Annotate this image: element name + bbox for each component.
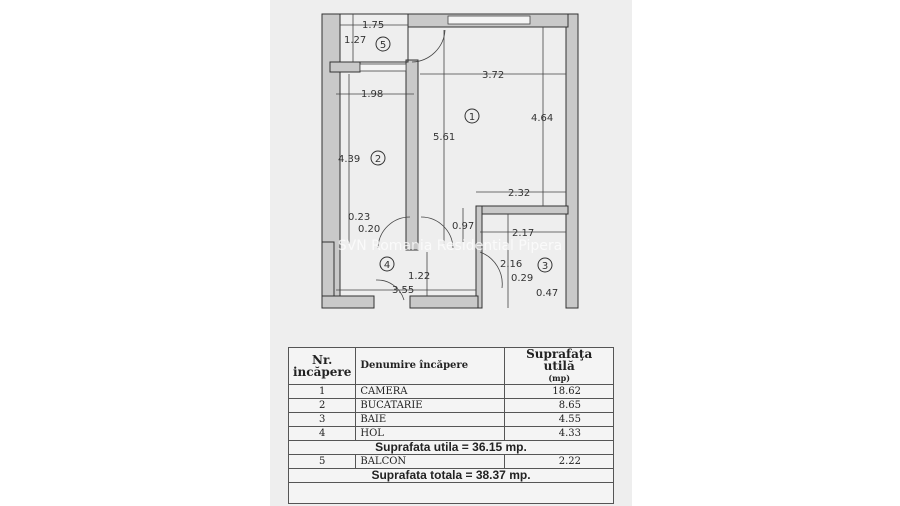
total-row: Suprafata totala = 38.37 mp. (288, 468, 614, 483)
cell-area: 4.55 (504, 412, 614, 427)
empty-cell (288, 482, 614, 504)
header-nr-line1: Nr. (311, 353, 333, 367)
header-name: Denumire încăpere (355, 347, 506, 385)
room-markers: 5 1 2 3 4 (370, 36, 553, 273)
cell-name: BALCON (355, 454, 506, 469)
svg-text:3.55: 3.55 (392, 285, 414, 296)
dimension-labels: 1.75 1.27 3.72 4.64 5.61 1.98 4.39 2.32 … (338, 20, 558, 299)
window (447, 15, 531, 25)
svg-text:0.47: 0.47 (536, 288, 558, 299)
cell-nr: 2 (287, 398, 357, 413)
dimension-lines (336, 14, 566, 308)
header-area-unit: (mp) (548, 373, 570, 383)
cell-name: HOL (355, 426, 506, 441)
header-nr-line2: incăpere (293, 365, 352, 379)
svg-text:4: 4 (384, 260, 390, 271)
cell-name: BAIE (355, 412, 506, 427)
cell-name: CAMERA (355, 384, 506, 399)
svg-text:3: 3 (542, 261, 548, 272)
svg-text:4.64: 4.64 (531, 113, 553, 124)
watermark: SVN Romania Residential Pipera (338, 238, 563, 254)
svg-text:0.20: 0.20 (358, 224, 380, 235)
balcony-outline (339, 13, 409, 63)
window (359, 63, 407, 72)
room-area-table: Nr.incăpere Denumire încăpere Suprafaţa … (287, 347, 614, 504)
door-swings (375, 29, 503, 301)
svg-text:5.61: 5.61 (433, 132, 455, 143)
svg-text:2: 2 (375, 154, 381, 165)
svg-text:3.72: 3.72 (482, 70, 504, 81)
svg-text:1: 1 (469, 112, 475, 123)
svg-text:0.23: 0.23 (348, 212, 370, 223)
table-header: Nr.incăpere Denumire încăpere Suprafaţa … (287, 347, 614, 385)
floor-plan: 5 1 2 3 4 1.75 1.27 3.72 4.64 5.61 1.98 … (321, 13, 579, 309)
cell-area: 8.65 (504, 398, 614, 413)
total-cell: Suprafata totala = 38.37 mp. (288, 468, 614, 483)
svg-text:2.16: 2.16 (500, 259, 522, 270)
svg-text:1.27: 1.27 (344, 35, 366, 46)
svg-text:0.29: 0.29 (511, 273, 533, 284)
cell-area: 2.22 (504, 454, 614, 469)
empty-row (288, 482, 614, 504)
svg-text:4.39: 4.39 (338, 154, 360, 165)
cell-area: 4.33 (504, 426, 614, 441)
subtotal-row: Suprafata utila = 36.15 mp. (288, 440, 614, 455)
svg-text:2.32: 2.32 (508, 188, 530, 199)
cell-area: 18.62 (504, 384, 614, 399)
svg-text:0.97: 0.97 (452, 221, 474, 232)
header-area: Suprafaţa utilă(mp) (504, 347, 614, 385)
cell-nr: 1 (287, 384, 357, 399)
svg-text:5: 5 (380, 40, 386, 51)
svg-text:2.17: 2.17 (512, 228, 534, 239)
subtotal-cell: Suprafata utila = 36.15 mp. (288, 440, 614, 455)
svg-text:1.22: 1.22 (408, 271, 430, 282)
cell-nr: 3 (287, 412, 357, 427)
cell-nr: 5 (287, 454, 357, 469)
header-nr: Nr.incăpere (287, 347, 357, 385)
header-area-label: Suprafaţa utilă (526, 347, 593, 373)
walls (321, 13, 579, 309)
cell-name: BUCATARIE (355, 398, 506, 413)
cell-nr: 4 (287, 426, 357, 441)
svg-text:1.75: 1.75 (362, 20, 384, 31)
svg-text:1.98: 1.98 (361, 89, 383, 100)
